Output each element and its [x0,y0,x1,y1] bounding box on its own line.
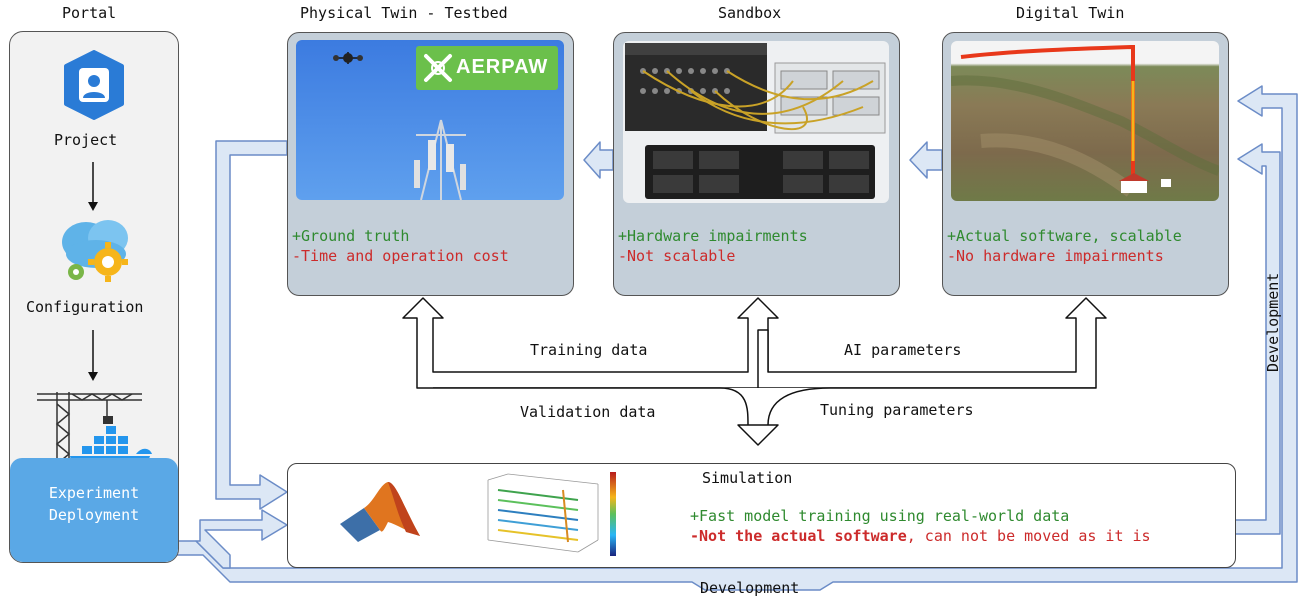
validation-data-arrow [433,388,1096,445]
sandbox-panel: +Hardware impairments -Not scalable [613,32,900,296]
hardware-rack-illustration [625,43,886,199]
physical-twin-panel: AERPAW +Ground truth -Time and operation… [287,32,574,296]
physical-to-simulation-arrow [215,140,288,510]
simulation-title: Simulation [702,469,793,487]
simulation-minus-rest: , can not be moved as it is [906,527,1151,545]
tuning-parameters-arrowhead [737,424,779,446]
ai-parameters-label: AI parameters [844,341,962,359]
simulation-to-digital-arrow [1233,143,1281,535]
matlab-logo-icon [340,482,420,542]
project-label: Project [54,131,118,149]
sandbox-hardware-photo [623,41,889,203]
development-bottom-label: Development [700,579,800,597]
development-loop-arrow [85,85,1298,591]
experiment-deployment-box[interactable]: Experiment Deployment [10,458,178,562]
tower-drone-illustration [333,52,466,200]
down-arrow-icon [88,330,98,381]
cloud-gears-icon [62,220,128,282]
project-icon [64,50,124,120]
digital-twin-title: Digital Twin [1016,4,1125,22]
physical-plus: +Ground truth [292,227,410,245]
deployment-to-simulation-arrow [195,509,288,569]
deployment-line1: Experiment [48,484,140,502]
simulation-minus: -Not the actual software, can not be mov… [690,527,1151,545]
training-data-label: Training data [530,341,648,359]
digital-minus: -No hardware impairments [947,247,1164,265]
deployment-line2: Deployment [48,506,140,524]
validation-data-label: Validation data [520,403,656,421]
testbed-photo: AERPAW [296,40,564,200]
aerpaw-logo-text: AERPAW [456,56,549,78]
portal-title: Portal [62,4,117,22]
physical-minus: -Time and operation cost [292,247,509,265]
flight-path-illustration [951,45,1219,197]
configuration-label: Configuration [26,298,144,316]
sandbox-minus: -Not scalable [618,247,736,265]
3d-scatter-plot-icon [487,472,616,556]
aerpaw-logo: AERPAW [416,46,558,90]
digital-twin-panel: +Actual software, scalable -No hardware … [942,32,1229,296]
development-right-label: Development [1264,272,1282,372]
sandbox-to-physical-arrow [583,141,614,179]
sandbox-title: Sandbox [718,4,782,22]
physical-twin-title: Physical Twin - Testbed [300,4,508,22]
digital-twin-terrain-photo [951,41,1219,201]
simulation-plus: +Fast model training using real-world da… [690,507,1070,525]
simulation-minus-bold: -Not the actual software [690,527,907,545]
tuning-parameters-label: Tuning parameters [820,401,974,419]
sandbox-plus: +Hardware impairments [618,227,808,245]
digital-to-sandbox-arrow [909,141,943,179]
portal-panel: Project Configuration [9,31,179,563]
digital-plus: +Actual software, scalable [947,227,1182,245]
simulation-panel: Simulation +Fast model training using re… [287,463,1236,568]
down-arrow-icon [88,162,98,211]
